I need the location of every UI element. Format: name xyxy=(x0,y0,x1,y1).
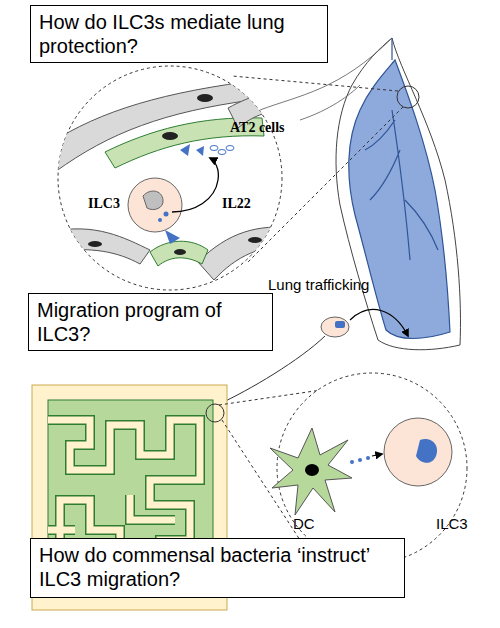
alveolus-zoom xyxy=(40,66,295,290)
question-text: Migration program of ILC3? xyxy=(37,298,264,346)
cell-label: DC xyxy=(293,515,315,532)
question-text: How do commensal bacteria ‘instruct’ ILC… xyxy=(39,543,396,591)
cell-label: ILC3 xyxy=(436,515,468,532)
process-label: Lung trafficking xyxy=(268,276,369,293)
question-box: How do commensal bacteria ‘instruct’ ILC… xyxy=(30,538,405,598)
question-text: How do ILC3s mediate lung protection? xyxy=(39,10,319,58)
question-box: How do ILC3s mediate lung protection? xyxy=(30,5,328,63)
question-box: Migration program of ILC3? xyxy=(28,293,273,351)
gut-zoom xyxy=(270,373,467,563)
cell-label: ILC3 xyxy=(88,196,120,212)
cell-label: AT2 cells xyxy=(230,120,285,136)
cytokine-label: IL22 xyxy=(222,196,251,212)
